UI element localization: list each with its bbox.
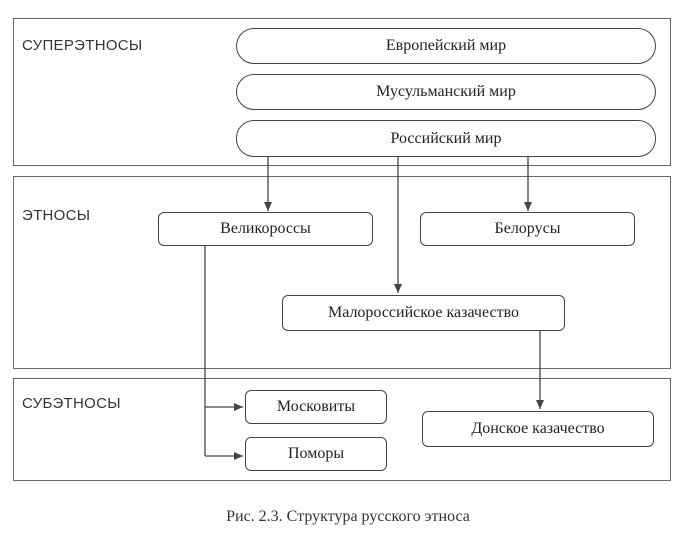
- node-belarusians: Белорусы: [420, 212, 635, 246]
- subethnos-label: СУБЭТНОСЫ: [22, 395, 121, 412]
- ethnos-label: ЭТНОСЫ: [22, 207, 91, 224]
- superethnos-band: СУПЕРЭТНОСЫ: [13, 18, 671, 166]
- superethnos-label: СУПЕРЭТНОСЫ: [22, 37, 143, 54]
- node-muslim-world: Мусульманский мир: [236, 74, 656, 110]
- subethnos-band: СУБЭТНОСЫ: [13, 378, 671, 481]
- node-pomors: Поморы: [245, 437, 387, 471]
- figure-caption: Рис. 2.3. Структура русского этноса: [226, 508, 470, 525]
- ethnos-band: ЭТНОСЫ: [13, 176, 671, 369]
- node-muscovites: Московиты: [245, 390, 387, 424]
- node-european-world: Европейский мир: [236, 28, 656, 64]
- node-don-cossacks: Донское казачество: [422, 411, 654, 447]
- node-russian-world: Российский мир: [236, 120, 656, 157]
- node-great-russians: Великороссы: [158, 212, 373, 246]
- node-little-russian-cossacks: Малороссийское казачество: [282, 295, 565, 331]
